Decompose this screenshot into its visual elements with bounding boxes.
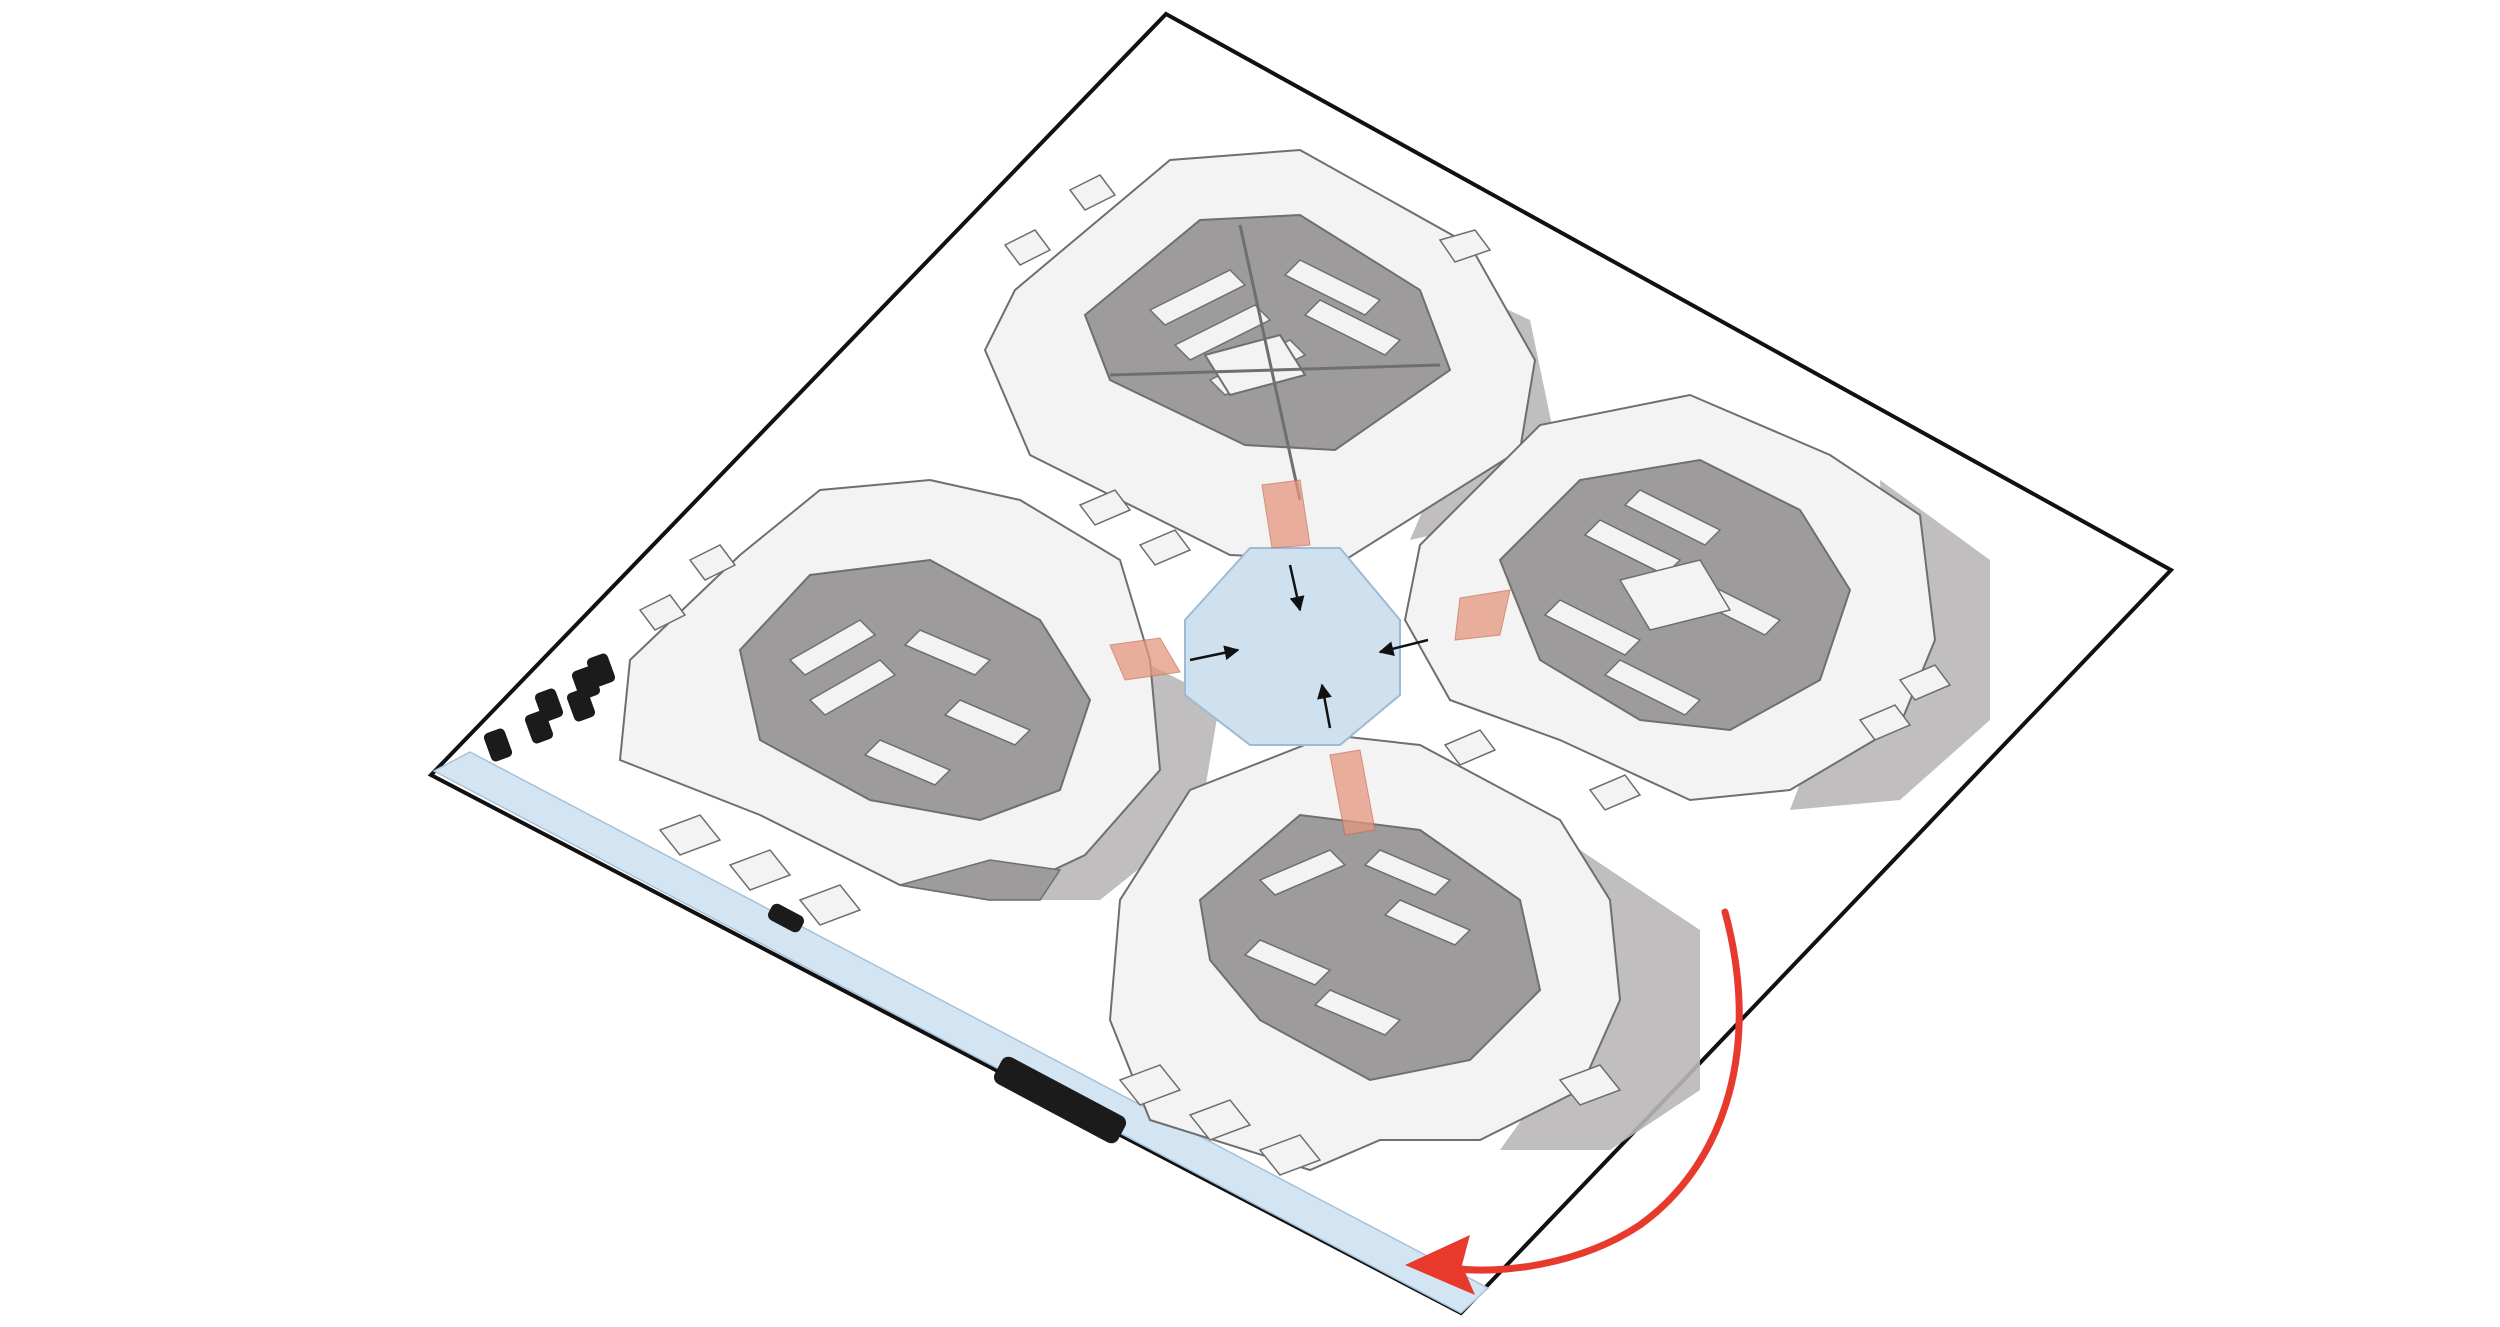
block-south-rowhouses — [1243, 849, 1472, 1036]
rotation-arrow-head-icon — [1405, 1235, 1475, 1295]
block-north-courtyard — [1083, 213, 1452, 452]
car-icon — [767, 903, 805, 933]
building-block-south — [1108, 733, 1622, 1176]
central-plaza — [1184, 547, 1401, 746]
block-south-outbuildings — [1118, 1064, 1622, 1176]
entry-wedge-west — [1109, 637, 1181, 681]
vehicles — [483, 653, 1127, 1144]
block-west-outbuildings — [638, 544, 862, 926]
block-east-court-pavilion — [1618, 559, 1732, 631]
block-north-central-pavilion — [1203, 333, 1307, 397]
block-west-shadow-wing — [899, 859, 1062, 901]
block-east-outbuildings — [1443, 664, 1952, 811]
plaza-arrow-icon — [1288, 564, 1305, 612]
car-icon — [534, 688, 564, 722]
entry-wedges — [1109, 479, 1511, 836]
block-north-outbuildings — [1003, 174, 1492, 566]
entry-wedge-east — [1454, 589, 1511, 641]
entry-wedge-south — [1329, 749, 1376, 836]
building-block-east — [1403, 393, 1952, 811]
entry-wedge-north — [1261, 479, 1311, 549]
rotation-arrow-icon — [1446, 908, 1743, 1274]
block-north-axis — [1238, 224, 1302, 501]
block-north-axis-cross — [1109, 363, 1441, 377]
block-west-rowhouses — [788, 619, 1032, 786]
car-icon — [586, 653, 616, 687]
block-west-courtyard — [738, 558, 1092, 822]
bus-icon — [993, 1056, 1127, 1144]
plaza-arrow-icon — [1378, 638, 1429, 657]
plaza-arrow-icon — [1317, 683, 1332, 729]
plaza-arrows — [1189, 564, 1429, 729]
plaza-arrow-icon — [1189, 645, 1240, 662]
car-icon — [483, 728, 513, 762]
building-block-west — [618, 478, 1162, 926]
